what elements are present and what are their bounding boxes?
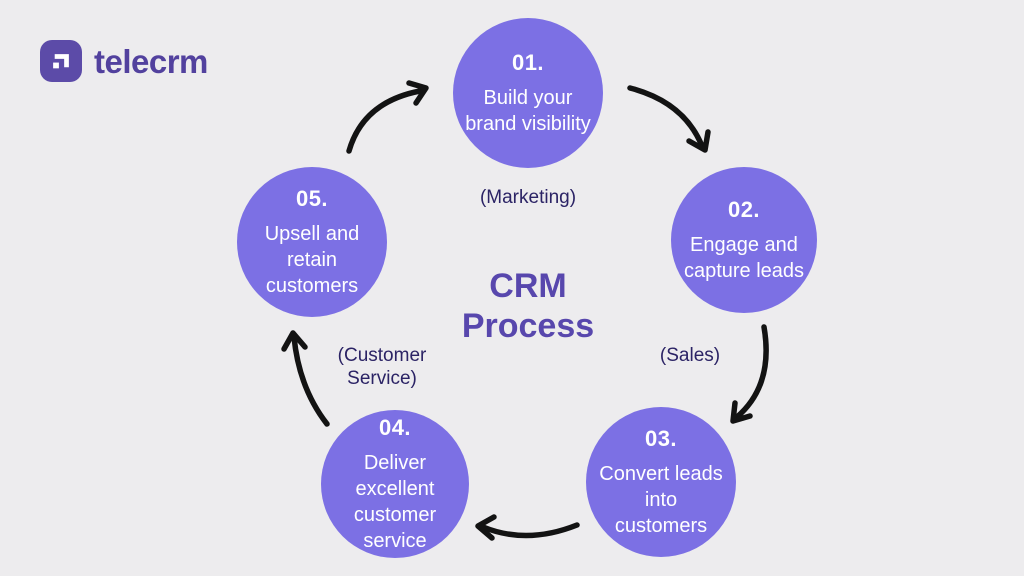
step-4-number: 04. bbox=[378, 414, 412, 440]
telecrm-logo-icon bbox=[40, 40, 82, 82]
annotation-sales: (Sales) bbox=[659, 345, 721, 366]
arrow-step1-to-step2 bbox=[627, 85, 711, 153]
annotation-marketing: (Marketing) bbox=[479, 187, 577, 208]
arrow-step3-to-step4 bbox=[475, 514, 580, 541]
step-5-number: 05. bbox=[295, 185, 329, 211]
step-4-label: Deliver excellent customer service bbox=[353, 451, 437, 552]
arrow-step5-to-step1 bbox=[346, 80, 429, 154]
diagram-title: CRM Process bbox=[461, 267, 595, 345]
step-2-label: Engage and capture leads bbox=[683, 233, 805, 282]
logo-wordmark: telecrm bbox=[94, 42, 208, 80]
arrow-step4-to-step5 bbox=[281, 330, 330, 427]
step-2-circle: 02. Engage and capture leads bbox=[671, 167, 817, 313]
step-1-circle: 01. Build your brand visibility bbox=[453, 18, 603, 168]
step-3-label: Convert leads into customers bbox=[599, 462, 723, 537]
step-3-circle: 03. Convert leads into customers bbox=[586, 407, 736, 557]
step-5-label: Upsell and retain customers bbox=[264, 222, 360, 297]
annotation-customer-service: (Customer Service) bbox=[337, 345, 427, 389]
step-5-circle: 05. Upsell and retain customers bbox=[237, 167, 387, 317]
step-4-circle: 04. Deliver excellent customer service bbox=[321, 410, 469, 558]
step-1-number: 01. bbox=[511, 49, 545, 75]
arrow-step2-to-step3 bbox=[730, 324, 769, 424]
step-3-number: 03. bbox=[644, 425, 678, 451]
telecrm-logo: telecrm bbox=[40, 40, 208, 82]
step-2-number: 02. bbox=[727, 196, 761, 222]
step-1-label: Build your brand visibility bbox=[465, 86, 591, 135]
